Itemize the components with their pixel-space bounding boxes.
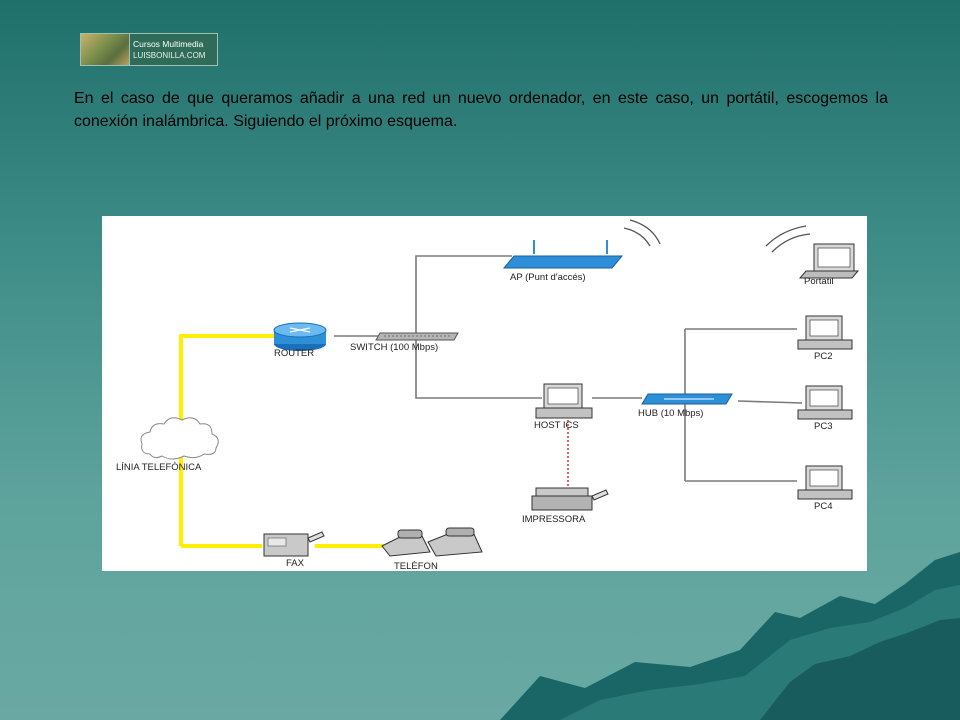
laptop-icon xyxy=(798,243,860,279)
label-hub: HUB (10 Mbps) xyxy=(638,408,703,419)
pc3-icon xyxy=(797,385,853,420)
label-router: ROUTER xyxy=(274,348,314,359)
cloud-icon xyxy=(140,417,219,460)
telephone-icon xyxy=(381,527,483,557)
network-diagram: AP (Punt d'accés) Portàtil ROUTER SWITCH… xyxy=(102,216,867,571)
label-pc4: PC4 xyxy=(814,501,832,512)
label-pc3: PC3 xyxy=(814,421,832,432)
printer-icon xyxy=(531,487,609,511)
hub-icon xyxy=(641,393,733,405)
pc4-icon xyxy=(797,465,853,500)
label-pc2: PC2 xyxy=(814,351,832,362)
label-ap: AP (Punt d'accés) xyxy=(510,272,586,283)
site-logo[interactable]: Cursos Multimedia LUISBONILLA.COM xyxy=(80,33,218,66)
label-linia: LÍNIA TELEFÒNICA xyxy=(116,462,202,473)
label-portatil: Portàtil xyxy=(804,276,834,287)
fax-icon xyxy=(263,531,325,557)
network-lines xyxy=(334,255,803,482)
router-icon xyxy=(273,322,327,351)
wifi-signal-laptop-icon xyxy=(765,225,811,253)
mountain-decoration xyxy=(500,552,960,720)
label-switch: SWITCH (100 Mbps) xyxy=(350,342,438,353)
host-computer-icon xyxy=(535,383,593,419)
label-fax: FAX xyxy=(286,558,305,569)
logo-title: Cursos Multimedia xyxy=(133,38,204,49)
logo-image xyxy=(81,34,130,65)
label-telefon: TELÈFON xyxy=(394,561,438,571)
intro-paragraph: En el caso de que queramos añadir a una … xyxy=(74,90,888,130)
logo-subtitle: LUISBONILLA.COM xyxy=(133,50,206,60)
label-host: HOST ICS xyxy=(534,420,579,431)
wifi-signal-ap-icon xyxy=(623,219,661,247)
access-point-icon xyxy=(502,240,624,269)
label-impressora: IMPRESSORA xyxy=(522,514,586,525)
phone-line xyxy=(179,334,384,548)
switch-icon xyxy=(375,332,459,341)
pc2-icon xyxy=(797,315,853,350)
